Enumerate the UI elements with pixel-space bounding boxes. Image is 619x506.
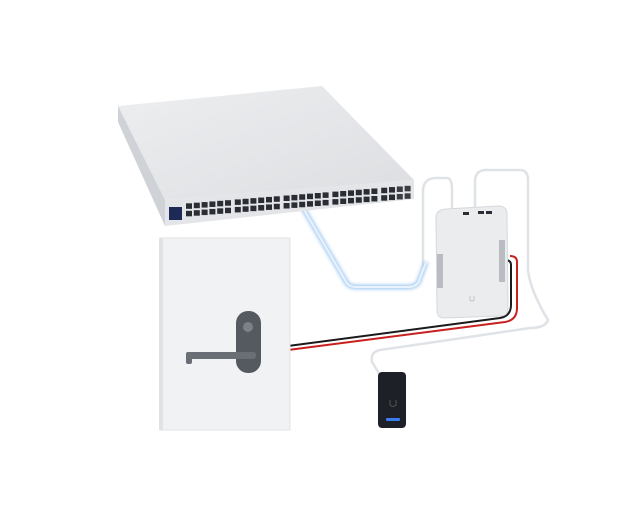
hub-terminal-left bbox=[437, 254, 443, 288]
switch-port bbox=[314, 193, 321, 199]
switch-port bbox=[363, 189, 370, 195]
switch-port bbox=[209, 201, 216, 207]
switch-port bbox=[186, 210, 192, 217]
switch-port bbox=[266, 204, 272, 210]
switch-port bbox=[307, 193, 313, 200]
ethernet-cable bbox=[293, 194, 429, 290]
switch-port bbox=[404, 193, 411, 199]
switch-port bbox=[258, 197, 265, 204]
switch-port bbox=[355, 197, 362, 203]
lock-cylinder bbox=[243, 322, 253, 332]
switch-port bbox=[291, 194, 298, 201]
hub-terminal-right bbox=[499, 240, 505, 282]
switch-port bbox=[355, 189, 362, 196]
switch-ports bbox=[186, 185, 411, 217]
switch-port bbox=[404, 185, 411, 192]
switch-port bbox=[225, 207, 231, 214]
hub-port bbox=[463, 212, 469, 215]
switch-port bbox=[186, 203, 192, 209]
switch-port bbox=[340, 198, 347, 204]
lock-wires bbox=[287, 255, 518, 351]
switch-top bbox=[118, 86, 414, 200]
switch-port bbox=[209, 208, 216, 215]
switch-port bbox=[381, 187, 388, 194]
switch-port bbox=[299, 194, 306, 200]
switch-port bbox=[389, 194, 395, 201]
switch-port bbox=[396, 193, 403, 200]
switch-port bbox=[332, 199, 339, 205]
switch-port bbox=[322, 199, 329, 206]
switch-port bbox=[234, 206, 241, 213]
switch-port bbox=[217, 200, 224, 207]
switch-port bbox=[348, 190, 354, 196]
reader-logo bbox=[389, 400, 397, 407]
switch-port bbox=[332, 191, 339, 198]
card-reader bbox=[378, 372, 406, 428]
switch-port bbox=[217, 208, 224, 214]
switch-port bbox=[314, 200, 321, 207]
switch-port bbox=[389, 187, 395, 193]
white-cables bbox=[370, 168, 550, 376]
switch-port bbox=[242, 198, 249, 205]
reader-light bbox=[386, 418, 400, 421]
switch-port bbox=[201, 209, 208, 216]
switch-port bbox=[201, 202, 208, 208]
door-lock bbox=[159, 237, 291, 431]
switch-port bbox=[283, 203, 290, 209]
switch-port bbox=[266, 196, 272, 203]
switch-port bbox=[193, 202, 200, 209]
switch-port bbox=[258, 205, 265, 211]
switch-port bbox=[348, 197, 354, 204]
switch-port bbox=[291, 202, 298, 208]
switch-port bbox=[396, 186, 403, 192]
hub-port bbox=[478, 211, 484, 214]
hub-logo bbox=[469, 296, 475, 302]
switch-port bbox=[242, 206, 249, 212]
switch-port bbox=[234, 199, 241, 205]
access-hub bbox=[435, 205, 509, 319]
switch-port bbox=[283, 195, 290, 202]
switch-port bbox=[363, 196, 370, 203]
switch-port bbox=[250, 205, 257, 212]
switch-port bbox=[193, 210, 200, 216]
switch-side bbox=[118, 106, 165, 226]
switch-display bbox=[169, 207, 182, 220]
switch-port bbox=[250, 198, 257, 204]
switch-port bbox=[322, 192, 329, 198]
switch-port bbox=[371, 188, 378, 194]
switch-port bbox=[273, 203, 280, 210]
network-switch bbox=[118, 86, 414, 226]
hub-port bbox=[486, 211, 492, 214]
switch-port bbox=[225, 200, 231, 206]
switch-port bbox=[371, 195, 378, 202]
switch-port bbox=[307, 201, 313, 207]
lock-handle bbox=[186, 352, 256, 359]
lock-escutcheon bbox=[236, 311, 261, 373]
switch-port bbox=[273, 196, 280, 202]
switch-port bbox=[299, 201, 306, 208]
switch-port bbox=[381, 195, 388, 201]
door-panel bbox=[159, 237, 291, 431]
switch-port bbox=[340, 190, 347, 197]
